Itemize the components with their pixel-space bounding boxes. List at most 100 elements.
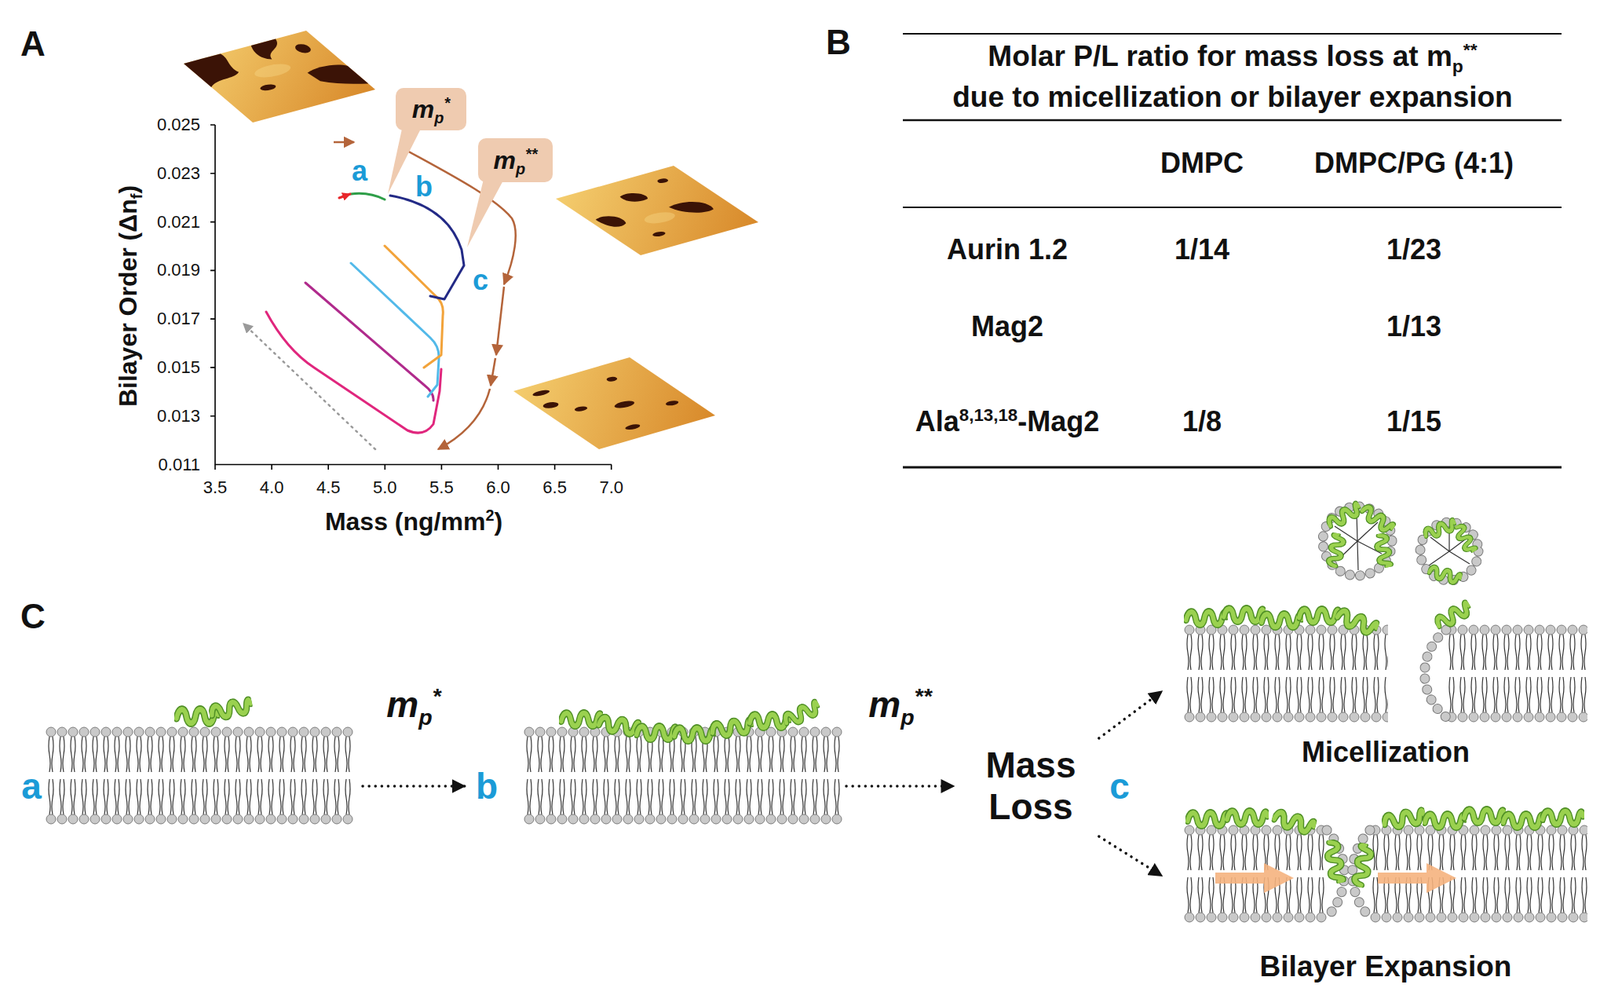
data-curves	[390, 195, 464, 300]
micelle	[1428, 566, 1462, 585]
peptide	[561, 712, 602, 726]
afm-image	[555, 165, 759, 256]
bilayer	[1446, 624, 1588, 723]
peptide	[598, 715, 640, 735]
peptide	[1186, 611, 1227, 625]
bilayer	[1183, 624, 1389, 723]
node-text: mp**	[493, 146, 537, 176]
peptide	[176, 698, 253, 724]
bilayer	[1369, 824, 1588, 923]
peptide	[1261, 613, 1302, 627]
label: Aurin 1.2	[946, 233, 1068, 266]
label: C	[20, 596, 46, 637]
callout-box: mp**	[478, 138, 553, 183]
label: 1/14	[1174, 233, 1230, 266]
script-part: **	[525, 145, 537, 163]
stage-panel: Mass Lossc	[953, 737, 1143, 837]
label: 1/13	[1386, 310, 1442, 343]
label: 6.0	[485, 477, 511, 497]
peptide	[1273, 810, 1316, 834]
peptide	[782, 700, 821, 727]
label: 0.021	[157, 211, 201, 232]
label: 5.5	[429, 477, 454, 497]
peptide	[1187, 812, 1228, 826]
rinse-arrow	[243, 323, 376, 450]
micelle	[1322, 502, 1395, 576]
bilayer	[523, 726, 843, 825]
table-rule	[902, 119, 1562, 122]
label: 3.5	[203, 477, 228, 497]
label: 0.011	[158, 454, 201, 475]
afm-image	[292, 42, 315, 55]
label: 7.0	[599, 477, 624, 497]
outcome-panel: Micellization	[1161, 502, 1596, 774]
peptide	[1186, 601, 1473, 636]
label: 0.019	[157, 260, 201, 281]
edge-label: mp*	[386, 683, 441, 726]
lipid-cap	[1424, 629, 1447, 717]
trajectory-arrow	[496, 286, 505, 355]
afm-image	[650, 230, 668, 238]
afm-image	[618, 190, 651, 205]
bilayer	[1183, 824, 1327, 923]
node-text: mp*	[412, 94, 450, 125]
afm-image	[655, 177, 670, 184]
peptide	[1424, 814, 1465, 827]
afm-image	[513, 357, 716, 450]
peptide	[1299, 609, 1340, 622]
script-part: f	[127, 193, 146, 200]
flow-arrow	[1099, 836, 1162, 876]
label: 1/15	[1386, 405, 1442, 438]
peptide	[1353, 843, 1373, 886]
afm-image	[183, 30, 376, 123]
data-curves	[350, 193, 385, 200]
label: 0.017	[157, 308, 201, 329]
script-part: 8,13,18	[959, 405, 1018, 425]
afm-image	[248, 39, 293, 62]
micelle	[1423, 518, 1457, 540]
axis-ticks	[210, 124, 612, 470]
peptide	[1542, 810, 1583, 824]
data-curves	[305, 282, 434, 401]
callout-box: mp*	[395, 87, 467, 131]
label: Ala8,13,18-Mag2	[915, 405, 1100, 438]
stage-panel: a	[14, 720, 363, 833]
bilayer	[45, 726, 354, 825]
lipid-cap	[1424, 629, 1447, 717]
micelle	[1420, 518, 1479, 584]
script-part: *	[432, 683, 442, 709]
node-text: a	[21, 765, 42, 808]
data-curves	[339, 193, 351, 198]
bilayer	[1369, 824, 1588, 923]
axis	[215, 124, 612, 465]
afm-image	[572, 405, 589, 413]
label: 4.5	[316, 477, 341, 497]
afm-image	[555, 165, 759, 256]
label: b	[415, 170, 433, 203]
afm-image	[604, 376, 619, 383]
afm-image	[258, 83, 279, 92]
callout-pointer	[467, 178, 505, 248]
peptide	[1383, 808, 1425, 829]
label: DMPC/PG (4:1)	[1314, 146, 1514, 179]
label: 0.013	[157, 405, 201, 426]
script-part: *	[443, 94, 450, 112]
table-rule	[902, 32, 1562, 35]
peptide	[1336, 609, 1379, 636]
flow-arrow	[362, 784, 465, 788]
node-text: b	[475, 765, 498, 808]
script-part: p	[900, 704, 914, 730]
outcome-panel: Bilayer Expansion	[1161, 816, 1596, 994]
afm-image	[305, 61, 369, 94]
edge-label: mp**	[868, 683, 932, 726]
micelle	[1326, 502, 1363, 530]
trajectory-arrow	[490, 357, 496, 386]
peptide	[1325, 840, 1345, 883]
label: c	[472, 263, 489, 296]
data-curves	[266, 311, 442, 433]
micelle	[1375, 533, 1392, 567]
trajectory-arrow	[438, 388, 490, 450]
micelle	[1359, 504, 1395, 534]
label: a	[351, 154, 368, 187]
afm-image	[183, 30, 376, 123]
